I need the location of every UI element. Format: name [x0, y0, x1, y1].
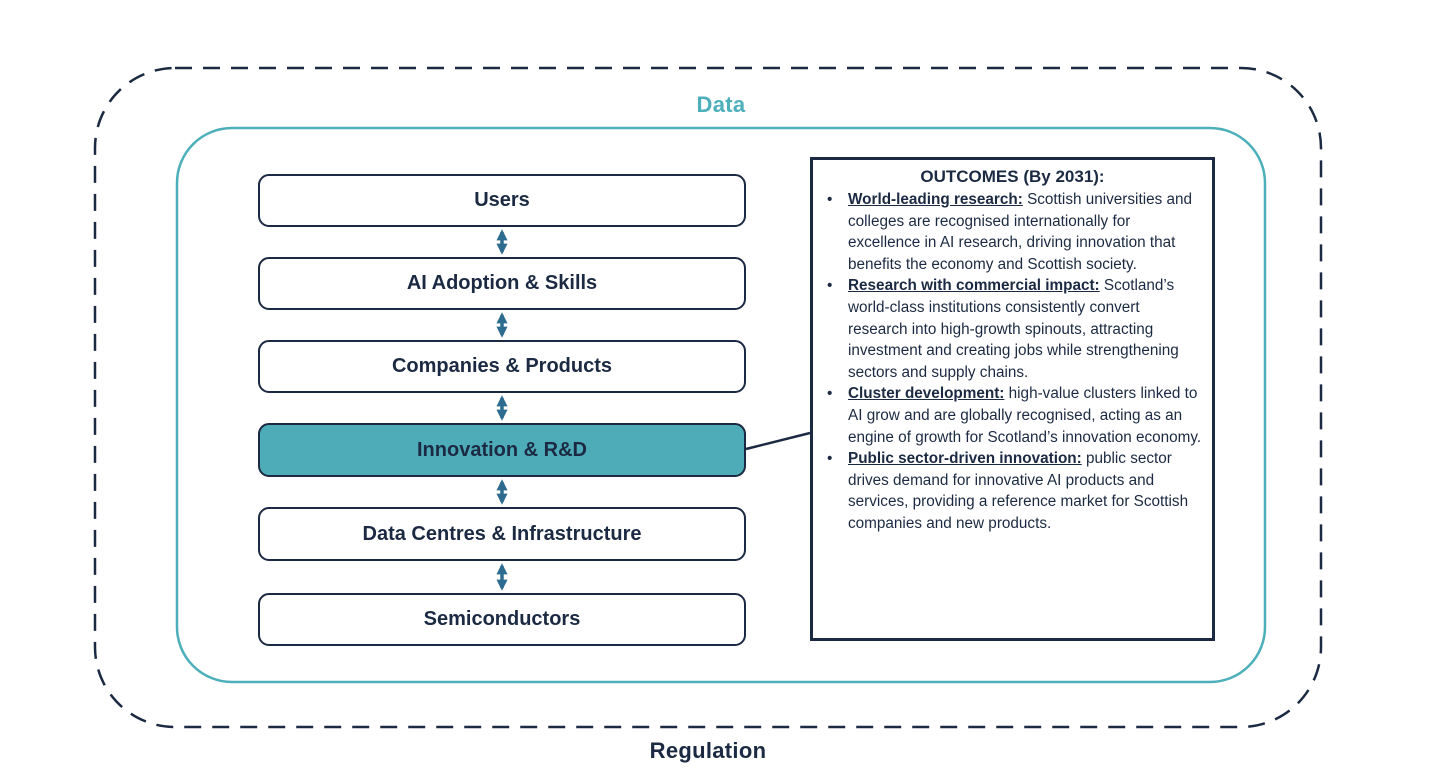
outcome-item-commercial-impact: • Research with commercial impact: Scotl… [823, 275, 1202, 383]
data-boundary [175, 126, 1267, 684]
bullet-glyph: • [827, 450, 833, 468]
outcome-text: public sector drives demand for innovati… [848, 450, 1189, 532]
connector-innovation-outcomes [745, 431, 811, 451]
regulation-region-label: Regulation [649, 738, 767, 763]
stack-box-semiconductors: Semiconductors [258, 593, 746, 646]
outcomes-title: OUTCOMES (By 2031): [920, 167, 1105, 186]
outcome-lead: Public sector-driven innovation: [848, 450, 1082, 468]
outcome-text: Scottish universities and colleges are r… [848, 191, 1193, 273]
outcome-text: high-value clusters linked to AI grow an… [848, 385, 1202, 446]
outcome-item-public-sector-innovation: • Public sector-driven innovation: publi… [823, 448, 1202, 534]
outcome-item-cluster-development: • Cluster development: high-value cluste… [823, 383, 1202, 448]
outcome-lead: World-leading research: [848, 191, 1023, 208]
stack-box-label: Users [474, 189, 530, 211]
stack-box-data-centres-infrastructure: Data Centres & Infrastructure [258, 507, 746, 561]
data-region-label: Data [696, 92, 746, 117]
stack-box-innovation-rd: Innovation & R&D [258, 423, 746, 477]
bullet-glyph: • [827, 277, 833, 295]
bullet-glyph: • [827, 191, 833, 208]
outcome-item-world-leading-research: • World-leading research: Scottish unive… [823, 189, 1202, 275]
outcome-text: Scotland’s world-class institutions cons… [848, 277, 1179, 381]
stack-box-label: Innovation & R&D [417, 438, 587, 461]
stack-box-label: Semiconductors [423, 608, 581, 630]
outcomes-list: • World-leading research: Scottish unive… [823, 189, 1202, 535]
stack-box-label: Data Centres & Infrastructure [362, 522, 642, 545]
outcomes-panel: OUTCOMES (By 2031): • World-leading rese… [810, 157, 1215, 641]
outcome-lead: Research with commercial impact: [848, 277, 1100, 295]
stack-box-users: Users [258, 174, 746, 227]
stack-box-label: AI Adoption & Skills [406, 272, 598, 294]
outcome-lead: Cluster development: [848, 385, 1005, 403]
bullet-glyph: • [827, 385, 833, 403]
stack-box-companies-products: Companies & Products [258, 340, 746, 393]
regulation-boundary [93, 66, 1323, 729]
stack-box-ai-adoption-skills: AI Adoption & Skills [258, 257, 746, 310]
stack-box-label: Companies & Products [391, 355, 613, 377]
